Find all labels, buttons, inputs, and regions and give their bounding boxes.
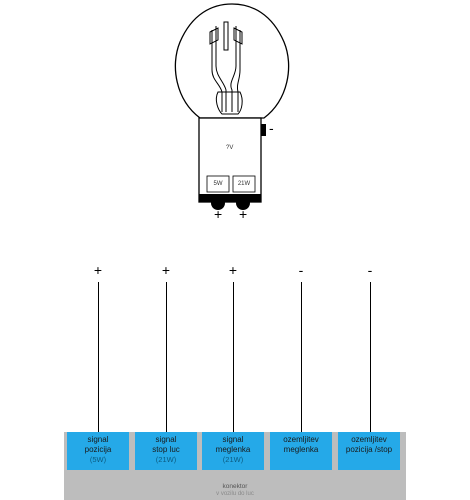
bulb-glass [174,3,290,119]
wire-1 [98,282,99,433]
pin-sign-1: + [93,262,103,278]
pin-sign-5: - [367,262,373,278]
wire-4 [301,282,302,433]
signal-label-line2: pozicija [84,445,112,454]
signal-box-ground-meglenka: ozemljitev meglenka [270,432,332,470]
bulb-illustration [174,3,290,210]
signal-note: (5W) [89,455,107,464]
bulb-side-terminal-sign: - [269,120,274,136]
bulb-voltage-label: ?V [226,145,234,151]
filament-box-left [206,175,230,193]
bulb-terminal-sign-right: + [239,206,248,222]
signal-label-line1: signal [155,435,177,444]
bulb-side-pin [261,124,266,136]
signal-label-line1: signal [87,435,109,444]
filament-label-21w: 21W [237,181,251,187]
pin-sign-2: + [161,262,171,278]
signal-label-line2: pozicija /stop [345,445,393,454]
connector-title: konektor [222,483,248,490]
wire-2 [166,282,167,433]
filament-box-right [232,175,256,193]
pin-sign-3: + [228,262,238,278]
signal-box-meglenka: signal meglenka (21W) [202,432,264,470]
signal-note: (21W) [222,455,244,464]
signal-label-line1: ozemljitev [283,435,319,444]
signal-box-pozicija: signal pozicija (5W) [67,432,129,470]
pin-sign-4: - [298,262,304,278]
signal-label-line2: meglenka [283,445,319,454]
signal-label-line1: ozemljitev [351,435,387,444]
wire-5 [370,282,371,433]
signal-label-line2: meglenka [215,445,251,454]
filament-assembly [209,21,243,115]
signal-label-line2: stop luc [152,445,180,454]
filament-label-5w: 5W [213,181,223,187]
signal-note: (21W) [155,455,177,464]
signal-box-stop: signal stop luc (21W) [135,432,197,470]
signal-label-line1: signal [222,435,244,444]
bulb-bottom-contacts [199,194,261,210]
connector-subtitle: v vozilu do luc [216,491,254,497]
bulb-terminal-sign-left: + [214,206,223,222]
signal-box-ground-pozicija-stop: ozemljitev pozicija /stop [338,432,400,470]
wire-3 [233,282,234,433]
